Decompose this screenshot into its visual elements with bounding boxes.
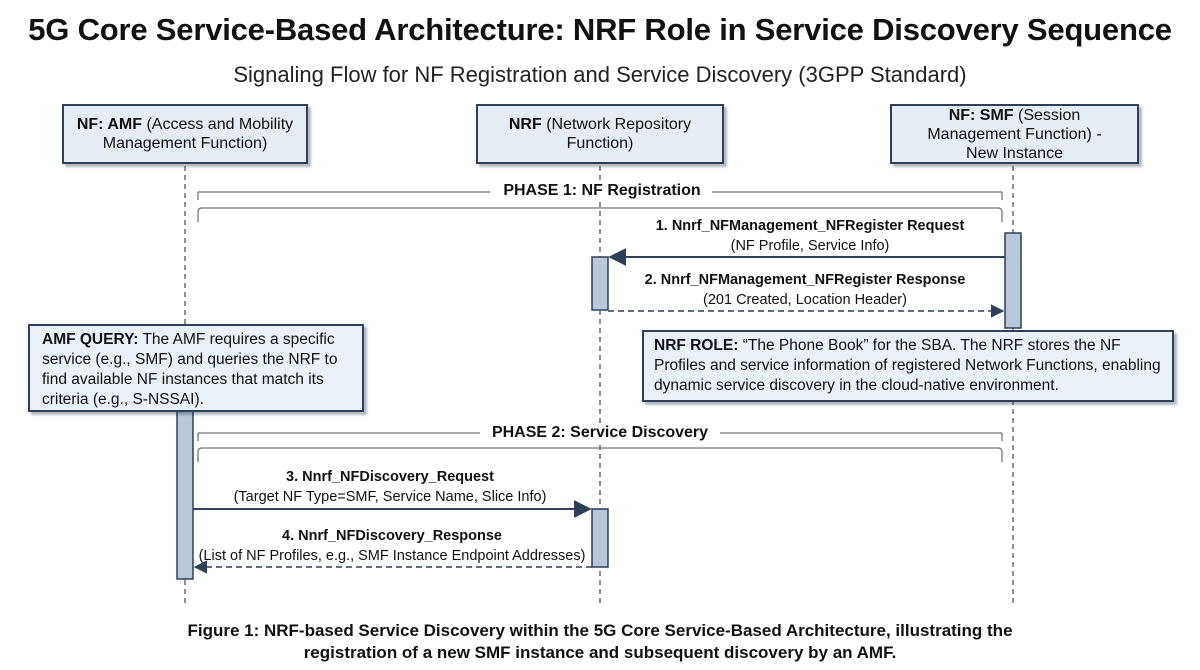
message-1-label: 1. Nnrf_NFManagement_NFRegister Request … [620, 216, 1000, 256]
diagram-title: 5G Core Service-Based Architecture: NRF … [28, 12, 1172, 47]
nrf-role-note: NRF ROLE: “The Phone Book” for the SBA. … [642, 330, 1174, 402]
participant-amf-name: NF: AMF [76, 116, 142, 133]
amf-query-note: AMF QUERY: The AMF requires a specific s… [28, 324, 364, 412]
participant-smf: NF: SMF (Session Management Function) - … [890, 104, 1139, 164]
phase2-label: PHASE 2: Service Discovery [482, 424, 718, 442]
participant-smf-description: (Session Management Function) - New Inst… [927, 106, 1102, 162]
amf-query-note-heading: AMF QUERY: [42, 331, 139, 348]
nrf-activation-bar-registration [591, 256, 609, 311]
message-3-name: 3. Nnrf_NFDiscovery_Request [286, 469, 494, 485]
phase2-bracket-ends [197, 433, 1003, 441]
message-4-label: 4. Nnrf_NFDiscovery_Response (List of NF… [190, 526, 594, 566]
message-4-name: 4. Nnrf_NFDiscovery_Response [282, 528, 502, 544]
message-2-name: 2. Nnrf_NFManagement_NFRegister Response [644, 272, 966, 288]
message-1-detail: (NF Profile, Service Info) [730, 238, 890, 254]
phase2-bracket [197, 447, 1003, 462]
smf-activation-bar [1004, 232, 1022, 329]
sequence-diagram [176, 166, 1022, 604]
nrf-role-note-heading: NRF ROLE: [654, 337, 739, 354]
message-3-detail: (Target NF Type=SMF, Service Name, Slice… [233, 489, 547, 505]
participant-nrf-name: NRF [508, 116, 542, 133]
message-1-name: 1. Nnrf_NFManagement_NFRegister Request [655, 218, 965, 234]
figure-caption-text: Figure 1: NRF-based Service Discovery wi… [187, 621, 1013, 662]
message-4-detail: (List of NF Profiles, e.g., SMF Instance… [198, 548, 586, 564]
message-2-label: 2. Nnrf_NFManagement_NFRegister Response… [610, 270, 1000, 310]
phase1-bracket [197, 207, 1003, 222]
participant-nrf: NRF (Network Repository Function) [476, 104, 724, 164]
message-3-label: 3. Nnrf_NFDiscovery_Request (Target NF T… [200, 467, 580, 507]
nrf-activation-bar-discovery [591, 508, 609, 568]
participant-amf: NF: AMF (Access and Mobility Management … [62, 104, 308, 164]
participant-amf-description: (Access and Mobility Management Function… [102, 116, 294, 152]
phase1-label: PHASE 1: NF Registration [492, 182, 712, 200]
figure-caption: Figure 1: NRF-based Service Discovery wi… [0, 620, 1200, 664]
nrf-role-note-text: “The Phone Book” for the SBA. The NRF st… [654, 337, 1161, 394]
phase1-bracket-ends [197, 192, 1003, 200]
message-2-detail: (201 Created, Location Header) [703, 292, 907, 308]
participant-nrf-description: (Network Repository Function) [541, 116, 692, 152]
diagram-subtitle: Signaling Flow for NF Registration and S… [233, 62, 967, 87]
amf-query-note-text: The AMF requires a specific service (e.g… [42, 331, 338, 408]
participant-smf-name: NF: SMF [948, 106, 1014, 124]
